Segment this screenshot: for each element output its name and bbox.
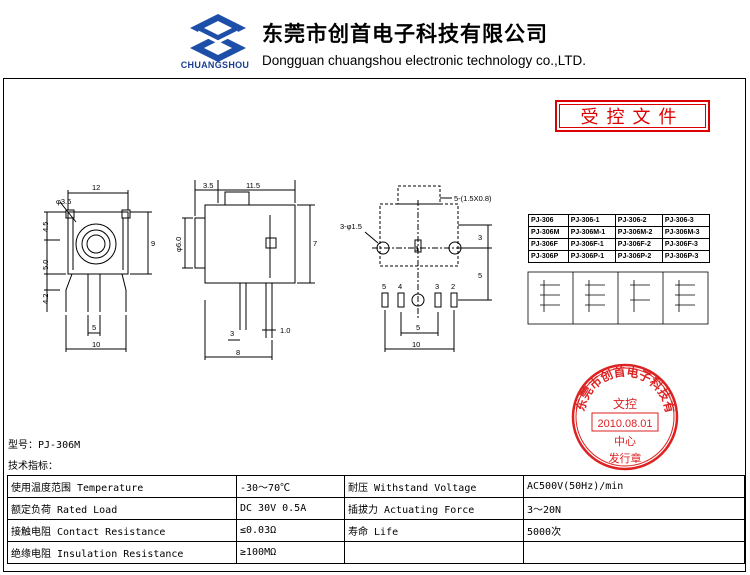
issuance-seal: 东莞市创首电子科技有限公司 文控 2010.08.01 中心 发行章 [564, 350, 680, 472]
spec-cell: 使用温度范围 Temperature [7, 475, 237, 498]
controlled-document-stamp: 受控文件 [555, 100, 710, 132]
spec-cell: 接触电阻 Contact Resistance [7, 519, 237, 542]
part-number-cell: PJ-306M [528, 226, 569, 239]
spec-cell: 插拔力 Actuating Force [344, 497, 524, 520]
part-number-cell: PJ-306P-1 [567, 250, 616, 263]
spec-cell: 绝缘电阻 Insulation Resistance [7, 541, 237, 564]
dim-side-h: 7 [313, 239, 317, 248]
dim-front-right: 9 [151, 239, 155, 248]
spec-row: 绝缘电阻 Insulation Resistance≥100MΩ [7, 541, 745, 564]
part-number-cell: PJ-306M-1 [567, 226, 616, 239]
part-number-cell: PJ-306F-3 [661, 238, 711, 251]
dim-pcb-10: 10 [412, 340, 420, 349]
spec-heading: 技术指标： [8, 461, 58, 472]
dim-front-pin: 5 [92, 323, 96, 332]
part-number-cell: PJ-306F-2 [614, 238, 663, 251]
spec-cell: 额定负荷 Rated Load [7, 497, 237, 520]
company-logo [178, 10, 258, 74]
spec-cell: 耐压 Withstand Voltage [344, 475, 524, 498]
dim-pcb-3: 3 [478, 233, 482, 242]
spec-cell: 寿命 Life [344, 519, 524, 542]
note-slots: 5-(1.5X0.8) [454, 194, 492, 203]
pcb-layout [364, 185, 492, 352]
dim-front-total: 10 [92, 340, 100, 349]
spec-cell [523, 541, 745, 564]
part-number-cell: PJ-306M-2 [614, 226, 663, 239]
part-number-cell: PJ-306-2 [614, 214, 663, 227]
dim-side-c: 3 [230, 329, 234, 338]
pin-label-5: 5 [382, 282, 386, 291]
dim-front-bot: 4.2 [41, 294, 50, 304]
dim-front-top: 4.5 [41, 222, 50, 232]
dim-pcb-5h: 5 [416, 323, 420, 332]
part-number-cell: PJ-306-1 [567, 214, 616, 227]
dim-side-a: 3.5 [203, 181, 213, 190]
dim-front-hole: φ3.6 [56, 197, 71, 206]
part-number-cell: PJ-306P-2 [614, 250, 663, 263]
seal-date: 2010.08.01 [597, 418, 652, 430]
spec-cell: -30～70℃ [236, 475, 345, 498]
pin-label-3: 3 [435, 282, 439, 291]
part-number-cell: PJ-306P-3 [661, 250, 711, 263]
spec-cell: 5000次 [523, 519, 745, 542]
pin-label-4: 4 [398, 282, 402, 291]
spec-cell [344, 541, 524, 564]
dim-side-b: 11.5 [246, 181, 260, 190]
model-number: 型号：PJ-306M [8, 440, 81, 451]
dim-front-width: 12 [92, 183, 100, 192]
spec-cell: 3～20N [523, 497, 745, 520]
pin-label-2: 2 [451, 282, 455, 291]
spec-cell: DC 30V 0.5A [236, 497, 345, 520]
schematic-symbols [527, 271, 709, 325]
seal-line2: 中心 [614, 435, 636, 448]
pin-label-1: 1 [415, 244, 419, 253]
dim-front-mid: 5.0 [41, 260, 50, 270]
part-number-cell: PJ-306M-3 [661, 226, 711, 239]
seal-line1: 文控 [613, 396, 637, 411]
company-name-cn: 东莞市创首电子科技有限公司 [262, 22, 548, 46]
spec-cell: AC500V(50Hz)/min [523, 475, 745, 498]
seal-line3: 发行章 [609, 451, 642, 465]
drawing-frame [3, 78, 746, 572]
part-number-cell: PJ-306 [528, 214, 569, 227]
logo-text: CHUANGSHOU [180, 60, 250, 70]
dim-pcb-5v: 5 [478, 271, 482, 280]
part-number-cell: PJ-306P [528, 250, 569, 263]
note-holes: 3-φ1.5 [340, 222, 362, 231]
front-view [44, 190, 152, 352]
side-view [182, 180, 315, 360]
dim-side-dia: φ6.0 [174, 237, 183, 252]
part-number-cell: PJ-306F [528, 238, 569, 251]
spec-cell: ≤0.03Ω [236, 519, 345, 542]
company-name-en: Dongguan chuangshou electronic technolog… [262, 53, 586, 68]
part-number-cell: PJ-306-3 [661, 214, 711, 227]
dim-side-d: 1.0 [280, 326, 290, 335]
dim-side-e: 8 [236, 348, 240, 357]
part-number-cell: PJ-306F-1 [567, 238, 616, 251]
spec-cell: ≥100MΩ [236, 541, 345, 564]
